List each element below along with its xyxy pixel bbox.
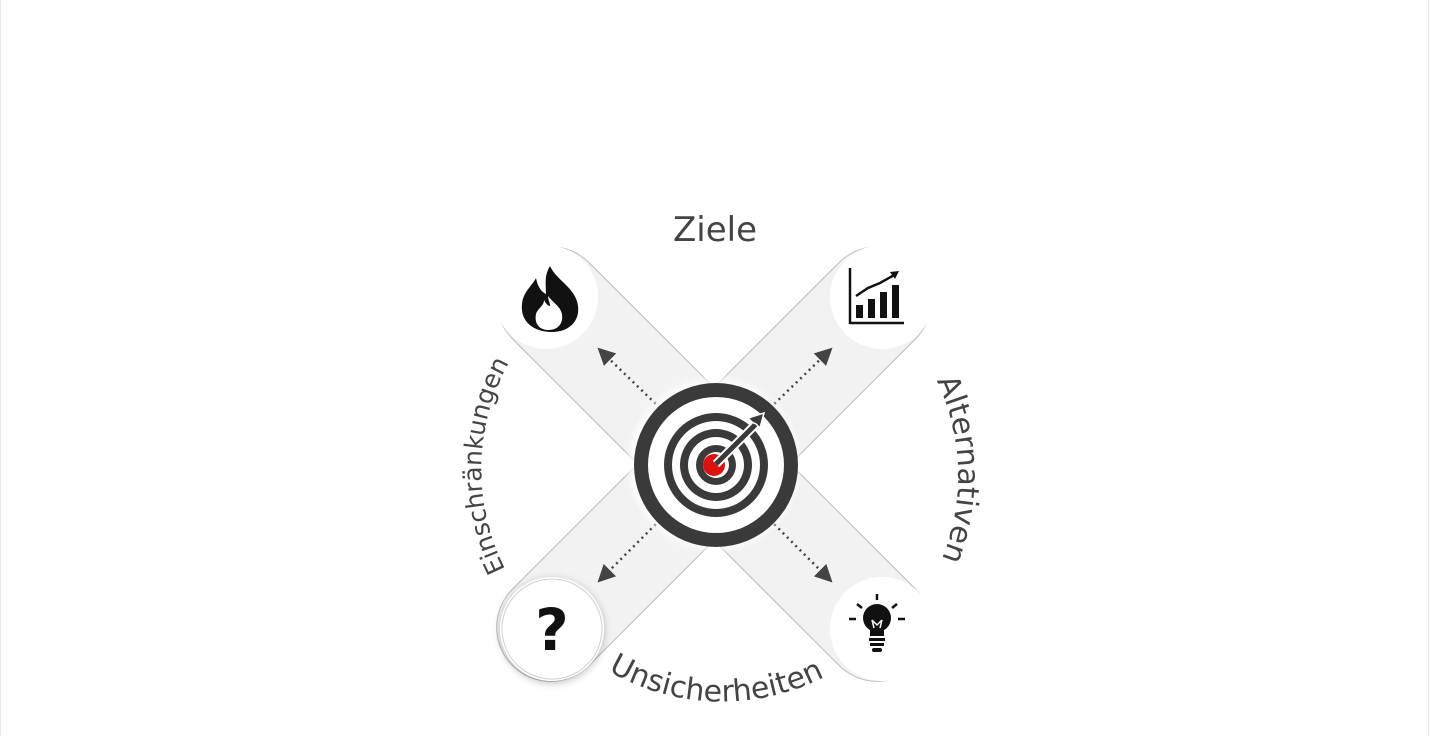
corner-top-right: [830, 245, 934, 349]
arrow-to-top-right: [769, 347, 833, 409]
target-with-arrow-icon: [664, 411, 768, 517]
corner-bottom-left: ?: [500, 577, 604, 681]
arrow-to-top-left: [597, 347, 661, 409]
bar-chart-growth-icon: [848, 268, 904, 325]
arrow-to-bottom-right: [769, 519, 833, 583]
right-edge-line: [1428, 0, 1429, 736]
corner-top-left: [494, 245, 598, 349]
label-right: Alternativen: [929, 370, 985, 568]
corner-bottom-right: [830, 577, 934, 681]
question-mark-icon: ?: [535, 596, 569, 664]
label-left: Einschränkungen: [458, 352, 514, 579]
label-bottom: Unsicherheiten: [604, 647, 828, 710]
arrow-to-bottom-left: [597, 519, 661, 583]
label-top: Ziele: [673, 210, 757, 250]
lightbulb-icon: [849, 594, 905, 652]
center-target: [628, 378, 800, 550]
left-edge-line: [0, 0, 1, 736]
fire-icon: [521, 266, 579, 332]
